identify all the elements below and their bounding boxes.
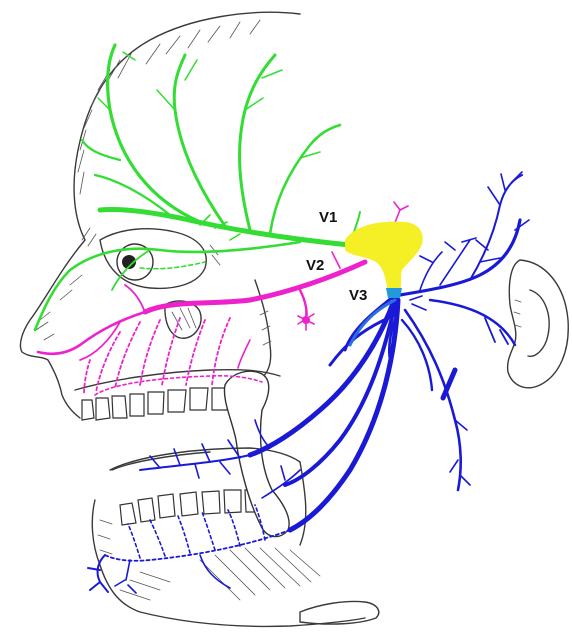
label-v2: V2 — [306, 257, 324, 274]
v1-branch-nasal — [35, 242, 300, 330]
ophthalmic-nerve-v1 — [35, 45, 360, 330]
ganglion-junction — [386, 288, 402, 298]
lower-teeth — [120, 490, 261, 525]
ganglion-body — [345, 222, 423, 292]
mandible-sketch — [92, 448, 378, 626]
v1-branch-forehead-3 — [240, 55, 275, 230]
ear — [508, 260, 569, 388]
mandible-outline — [92, 448, 365, 626]
mandibular-nerve-v3 — [88, 172, 529, 593]
ear-outline — [508, 260, 569, 388]
v2-infraorbital — [38, 312, 145, 354]
label-v1: V1 — [319, 209, 337, 226]
v1-branch-forehead-2 — [174, 55, 225, 226]
label-v3: V3 — [349, 287, 367, 304]
upper-teeth — [82, 388, 230, 420]
v1-branch-forehead-6 — [82, 140, 120, 160]
hyoid-bone — [300, 601, 379, 624]
